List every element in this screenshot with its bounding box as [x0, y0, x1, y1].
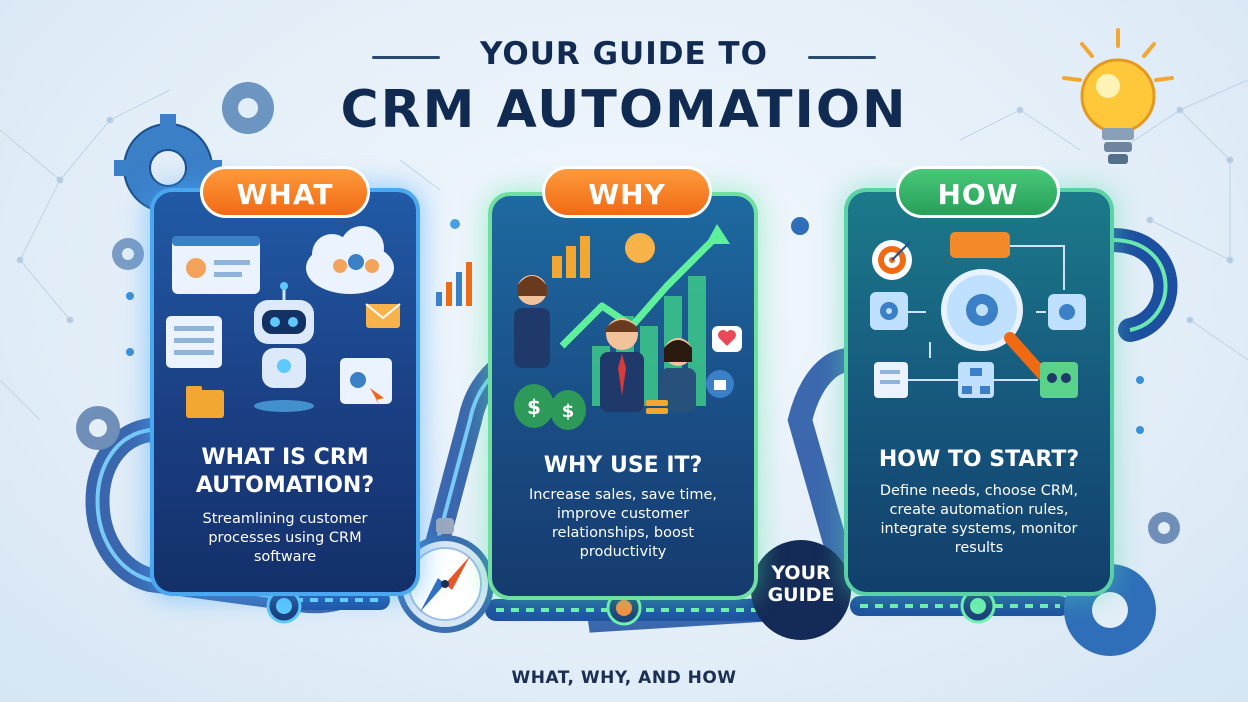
heart-bubble-icon	[712, 326, 742, 352]
person-man	[600, 318, 644, 412]
card-why-text-4: productivity	[579, 544, 667, 560]
list-window	[166, 316, 222, 368]
card-what-text-3: software	[253, 549, 317, 565]
card-how-text-2: create automation rules,	[889, 502, 1069, 518]
footer-caption: WHAT, WHY, AND HOW	[511, 668, 737, 688]
card-what: WHAT IS CRM AUTOMATION? Streamlining cus…	[154, 192, 416, 592]
your-guide-line-2: GUIDE	[767, 584, 835, 606]
gear-icon	[114, 114, 222, 222]
card-how-text-4: results	[954, 540, 1004, 556]
gear-icon	[76, 406, 120, 450]
card-why-text-2: improve customer	[556, 506, 690, 522]
card-why-heading: WHY USE IT?	[543, 453, 703, 478]
card-what-text-1: Streamlining customer	[202, 511, 368, 527]
dollar-bag-icon: $ $	[514, 384, 586, 430]
handshake-icon	[625, 233, 655, 263]
your-guide-circle	[751, 540, 851, 640]
badge-why: WHY	[542, 166, 712, 218]
start-block	[950, 232, 1010, 258]
person-woman	[514, 275, 550, 368]
why-illustration: $ $	[514, 224, 742, 430]
checklist-icon	[874, 362, 908, 398]
network-decoration	[0, 79, 1248, 421]
card-how-text-1: Define needs, choose CRM,	[879, 483, 1079, 499]
title-line-1: YOUR GUIDE TO	[480, 36, 768, 72]
robot-icon	[254, 282, 314, 412]
path-nodes	[266, 588, 996, 626]
badge-what: WHAT	[200, 166, 370, 218]
envelope-icon	[365, 303, 401, 328]
target-icon	[872, 240, 912, 280]
your-guide-line-1: YOUR	[771, 562, 831, 584]
thumbs-up-icon	[706, 370, 734, 398]
lightbulb-icon	[1062, 28, 1174, 164]
gear-icon	[1148, 512, 1180, 544]
how-illustration	[870, 232, 1086, 398]
flowchart-icon	[958, 362, 994, 398]
gear-icon	[222, 82, 274, 134]
badge-how: HOW	[896, 166, 1060, 218]
card-why-text-3: relationships, boost	[551, 525, 695, 541]
card-what-heading-1: WHAT IS CRM	[201, 445, 369, 470]
gear-icon	[112, 238, 144, 270]
card-what-text-2: processes using CRM	[208, 530, 362, 546]
growth-chart-icon	[436, 262, 472, 306]
page-title: CRM AUTOMATION	[340, 80, 908, 140]
user-profile-window	[172, 236, 260, 294]
person-woman-2	[660, 338, 696, 412]
title-rule-right	[808, 56, 876, 59]
card-why-text-1: Increase sales, save time,	[528, 487, 718, 503]
card-what-heading-2: AUTOMATION?	[195, 473, 375, 498]
svg-text:$: $	[527, 395, 541, 419]
cloud-users-icon	[306, 226, 394, 294]
profile-card-icon	[340, 358, 392, 406]
your-guide-label: YOUR GUIDE	[752, 562, 850, 606]
title-rule-left	[372, 56, 440, 59]
settings-box-icon	[1048, 294, 1086, 330]
team-icon	[1040, 362, 1078, 398]
what-illustration	[166, 226, 401, 418]
card-why: $ $ WHY USE IT? Increase sales, save tim	[492, 196, 754, 596]
card-how: HOW TO START? Define needs, choose CRM, …	[848, 192, 1110, 592]
svg-text:$: $	[562, 401, 575, 422]
magnifier-gear-icon	[941, 269, 1050, 382]
card-how-heading: HOW TO START?	[878, 447, 1080, 472]
folder-icon	[186, 386, 224, 418]
gear-box-icon	[870, 292, 908, 330]
coin-stack-icon	[646, 400, 668, 414]
card-how-text-3: integrate systems, monitor	[880, 521, 1078, 537]
